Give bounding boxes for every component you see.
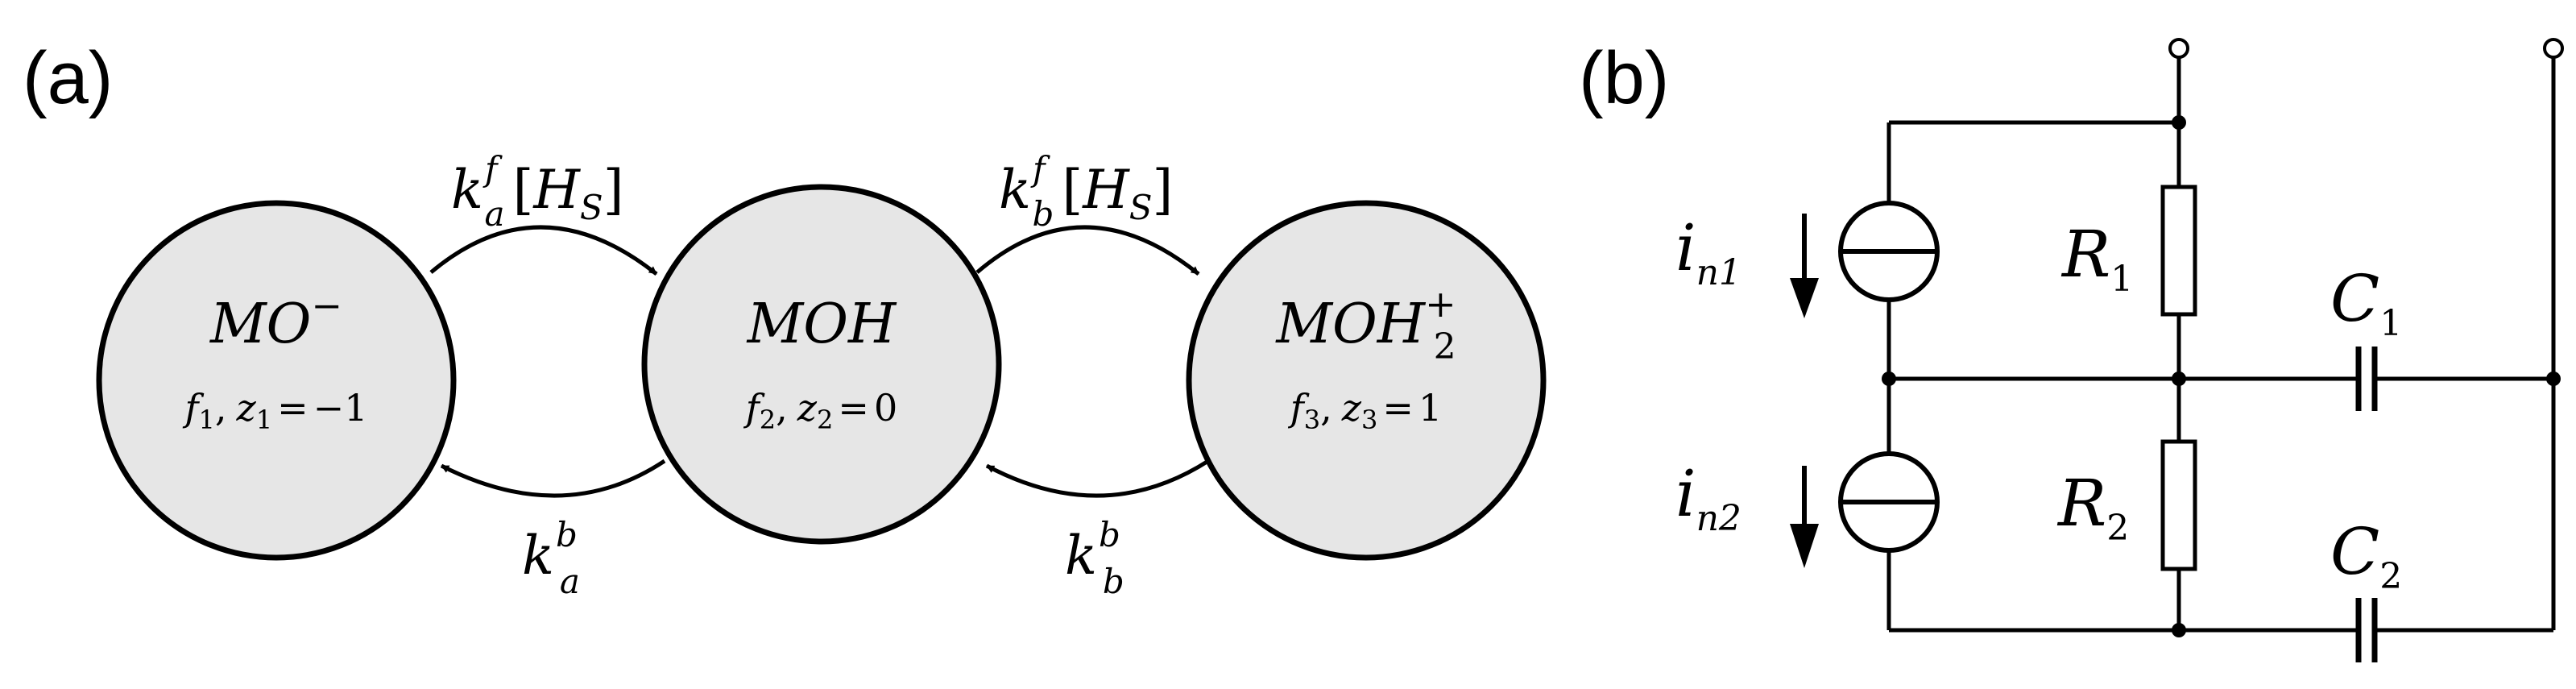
label-in2: in2 [1675, 456, 1741, 539]
junction-bottom [2172, 623, 2186, 637]
label-in1: in1 [1675, 210, 1741, 293]
panel-a: (a) MO− f1,z1=−1 MOH f2,z2=0 MOH+2 f3,z3… [23, 37, 1547, 601]
capacitor-2 [2355, 598, 2378, 662]
state-3-params: f3,z3=1 [1288, 386, 1442, 435]
label-r1: R1 [2060, 217, 2133, 300]
state-1-name: MO− [209, 284, 342, 356]
state-circle-mo-minus [96, 200, 457, 561]
state-1-params: f1,z1=−1 [183, 386, 368, 435]
state-circle-moh [641, 184, 1002, 545]
label-c1: C1 [2330, 261, 2402, 344]
label-r2: R2 [2056, 466, 2129, 549]
terminal-right [2543, 38, 2564, 59]
state-2-params: f2,z2=0 [743, 386, 897, 435]
current-source-1 [1838, 201, 1940, 302]
arrow-backward-b [985, 459, 1210, 498]
junction-mid-center [2172, 371, 2186, 386]
panel-a-label: (a) [23, 37, 113, 119]
panel-b: (b) [1579, 37, 2564, 662]
resistor-1 [2160, 185, 2197, 317]
capacitor-1 [2355, 347, 2378, 411]
current-arrow-1 [1790, 214, 1819, 318]
terminal-left [2168, 38, 2189, 59]
circuit-wires [1886, 52, 2556, 633]
junction-mid-right [2546, 371, 2561, 386]
state-circle-moh2-plus [1186, 200, 1547, 561]
arrow-forward-a [429, 225, 658, 276]
label-c2: C2 [2330, 514, 2402, 597]
state-3-name: MOH+2 [1274, 282, 1456, 367]
resistor-2 [2160, 439, 2197, 571]
arrow-forward-b [975, 225, 1200, 276]
state-2-name: MOH [746, 293, 897, 356]
current-source-2 [1838, 451, 1940, 553]
current-arrow-2 [1790, 466, 1819, 568]
panel-b-label: (b) [1579, 37, 1669, 119]
junction-mid-left [1882, 371, 1896, 386]
arrow-backward-a [440, 459, 666, 498]
junction-top [2172, 115, 2186, 130]
